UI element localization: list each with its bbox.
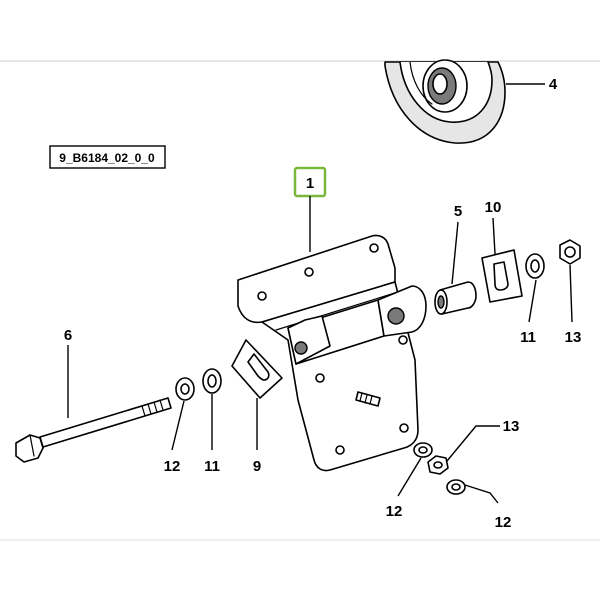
callout-slotted-plate-right: 10 [485,199,502,216]
callout-nut-13-bottom: 13 [503,418,520,435]
reference-code: 9_B6184_02_0_0 [59,151,155,165]
washer-11-right [525,253,545,279]
callout-washer-12-left: 12 [164,458,181,475]
callout-pulley: 4 [549,76,558,93]
callout-bracket-box[interactable]: 1 [293,166,327,198]
leader-washer-12-bottom [397,457,422,497]
bolt [15,397,172,463]
reference-code-box: 9_B6184_02_0_0 [49,145,166,169]
callout-bolt: 6 [64,327,72,344]
callout-washer-11-right: 11 [520,329,536,346]
leader-slotted-plate-right [492,217,496,255]
leader-washer-11-right [528,279,537,323]
leader-washer-12-left [171,400,185,451]
callout-washer-12-right: 12 [495,514,512,531]
leader-spacer [451,221,459,285]
washer-12-left [175,377,195,401]
slotted-plate-left [231,339,283,399]
callout-slotted-plate-left: 9 [253,458,261,475]
callout-spacer: 5 [454,203,462,220]
nut-13-top [559,239,581,265]
washer-12-right [446,479,466,495]
leader-nut-13-bottom [446,425,500,462]
callout-washer-11-left: 11 [204,458,220,475]
slotted-plate-right [481,249,523,303]
pulley [384,59,506,144]
bracket [237,234,427,472]
nut-13-bottom [427,455,449,475]
leader-nut-13-top [569,264,573,323]
leader-washer-12-right [464,484,499,504]
callout-bracket: 1 [306,175,314,192]
callout-nut-13-top: 13 [565,329,582,346]
callout-washer-12-bottom: 12 [386,503,403,520]
washer-11-left [202,368,222,394]
spacer [434,281,477,315]
washer-12-bottom [413,442,433,458]
